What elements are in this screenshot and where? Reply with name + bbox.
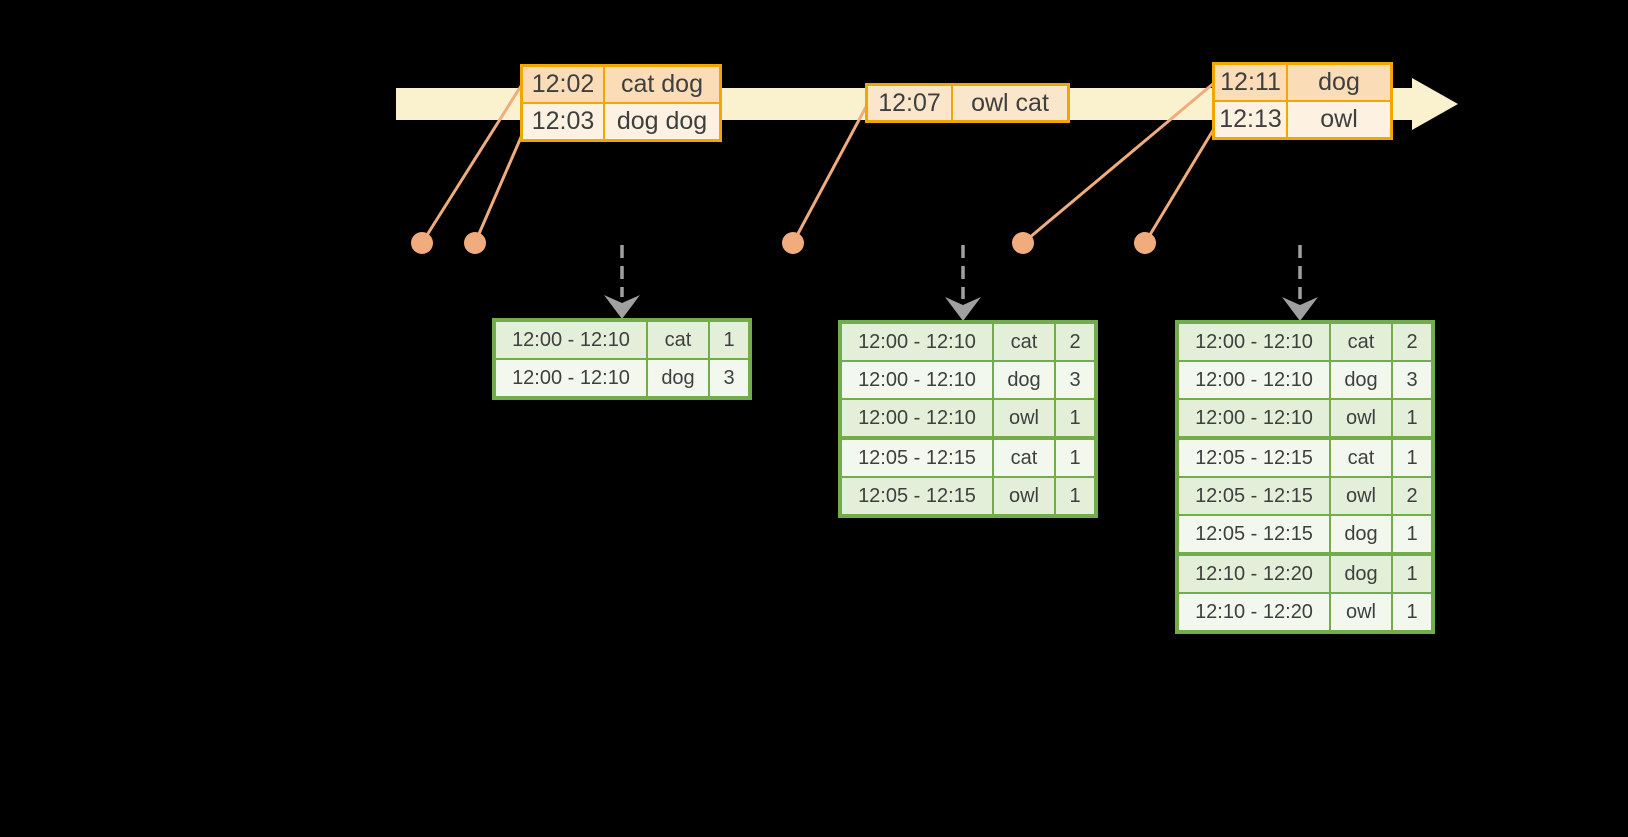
result-count-cell: 1 (1391, 514, 1434, 555)
result-word-cell: dog (1329, 552, 1393, 594)
event-dot (782, 232, 804, 254)
result-word-cell: owl (992, 476, 1056, 517)
event-words-cell: owl cat (951, 83, 1070, 123)
result-count-cell: 1 (1054, 398, 1097, 439)
result-word-cell: dog (992, 360, 1056, 400)
event-words-cell: dog (1286, 62, 1393, 102)
result-word-cell: owl (1329, 592, 1393, 633)
result-count-cell: 3 (1054, 360, 1097, 400)
result-count-cell: 2 (1391, 321, 1434, 362)
result-word-cell: cat (646, 319, 710, 360)
result-count-cell: 1 (1391, 592, 1434, 633)
event-time-cell: 12:11 (1212, 62, 1288, 102)
trigger-arrowhead-icon (945, 297, 981, 321)
result-window-cell: 12:00 - 12:10 (493, 319, 648, 360)
result-word-cell: owl (992, 398, 1056, 439)
event-connector-line (1143, 126, 1217, 244)
result-window-cell: 12:00 - 12:10 (839, 398, 994, 439)
result-word-cell: cat (1329, 436, 1393, 478)
result-count-cell: 1 (1391, 436, 1434, 478)
result-count-cell: 2 (1391, 476, 1434, 516)
result-window-cell: 12:00 - 12:10 (839, 360, 994, 400)
event-dot (1134, 232, 1156, 254)
event-words-cell: owl (1286, 100, 1393, 140)
result-window-cell: 12:05 - 12:15 (1176, 436, 1331, 478)
result-count-cell: 3 (708, 358, 751, 399)
result-count-cell: 3 (1391, 360, 1434, 400)
event-time-cell: 12:07 (865, 83, 953, 123)
result-word-cell: cat (992, 436, 1056, 478)
result-count-cell: 1 (708, 319, 751, 360)
event-time-cell: 12:13 (1212, 100, 1288, 140)
event-connector-line (791, 104, 869, 244)
result-window-cell: 12:05 - 12:15 (839, 436, 994, 478)
event-time-cell: 12:02 (520, 64, 605, 104)
result-window-cell: 12:00 - 12:10 (493, 358, 648, 399)
result-window-cell: 12:00 - 12:10 (1176, 398, 1331, 439)
result-window-cell: 12:05 - 12:15 (839, 476, 994, 517)
result-window-cell: 12:05 - 12:15 (1176, 514, 1331, 555)
result-word-cell: cat (1329, 321, 1393, 362)
result-window-cell: 12:10 - 12:20 (1176, 552, 1331, 594)
result-word-cell: owl (1329, 398, 1393, 439)
result-count-cell: 1 (1054, 436, 1097, 478)
event-dot (411, 232, 433, 254)
result-word-cell: dog (646, 358, 710, 399)
trigger-arrowhead-icon (604, 295, 640, 319)
result-count-cell: 1 (1391, 552, 1434, 594)
event-words-cell: cat dog (603, 64, 722, 104)
trigger-arrowhead-icon (1282, 297, 1318, 321)
event-dot (464, 232, 486, 254)
result-word-cell: owl (1329, 476, 1393, 516)
result-window-cell: 12:10 - 12:20 (1176, 592, 1331, 633)
result-window-cell: 12:00 - 12:10 (1176, 360, 1331, 400)
result-word-cell: dog (1329, 514, 1393, 555)
timeline-arrowhead-icon (1412, 78, 1458, 130)
result-count-cell: 1 (1054, 476, 1097, 517)
result-window-cell: 12:00 - 12:10 (1176, 321, 1331, 362)
result-count-cell: 1 (1391, 398, 1434, 439)
result-count-cell: 2 (1054, 321, 1097, 362)
result-window-cell: 12:00 - 12:10 (839, 321, 994, 362)
event-connector-line (473, 127, 527, 244)
event-dot (1012, 232, 1034, 254)
event-time-cell: 12:03 (520, 102, 605, 142)
result-window-cell: 12:05 - 12:15 (1176, 476, 1331, 516)
event-words-cell: dog dog (603, 102, 722, 142)
result-word-cell: dog (1329, 360, 1393, 400)
result-word-cell: cat (992, 321, 1056, 362)
